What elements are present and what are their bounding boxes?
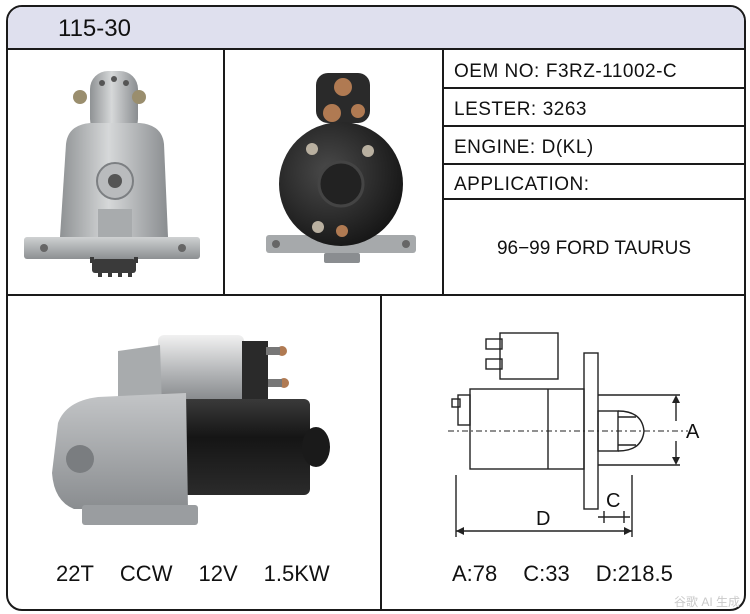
power-rating: 1.5KW [263,561,330,586]
spec-label: LESTER: [454,99,537,120]
divider [442,198,744,200]
starter-rear-photo [266,73,416,263]
rotation: CCW [119,561,173,586]
spec-label: OEM NO: [454,61,540,82]
divider [442,163,744,165]
spec-value: F3RZ-11002-C [545,61,678,82]
watermark: 谷歌 AI 生成 [673,595,740,609]
spec-lester-row: LESTER:3263 [454,99,587,121]
spec-application-row: APPLICATION: [454,174,596,196]
divider [223,48,225,296]
divider [8,294,744,296]
divider [442,87,744,89]
header-bar: 115-30 [8,7,744,50]
spec-label: ENGINE: [454,137,536,158]
spec-value: 3263 [542,99,587,120]
starter-side-photo [52,335,330,525]
dimension-a-value: A:78 [452,561,498,586]
divider [380,296,382,609]
teeth-count: 22T [56,561,94,586]
divider [442,48,444,296]
starter-specs-caption: 22T CCW 12V 1.5KW [56,561,330,587]
starter-front-photo [24,71,200,277]
dimension-c-value: C:33 [523,561,570,586]
spec-oem-row: OEM NO:F3RZ-11002-C [454,61,677,83]
dimension-values-caption: A:78 C:33 D:218.5 [452,561,673,587]
spec-value: D(KL) [541,137,594,158]
dimension-diagram: A C D [448,332,700,537]
dimension-d-label: D [536,508,550,530]
spec-label: APPLICATION: [454,174,590,195]
voltage: 12V [198,561,238,586]
dimension-a-label: A [686,421,700,443]
dimension-c-label: C [606,490,620,512]
product-code: 115-30 [58,15,131,42]
spec-engine-row: ENGINE:D(KL) [454,137,594,159]
product-card: 115-30 [6,5,746,611]
dimension-d-value: D:218.5 [595,561,673,586]
application-value: 96−99 FORD TAURUS [496,238,692,259]
divider [442,125,744,127]
